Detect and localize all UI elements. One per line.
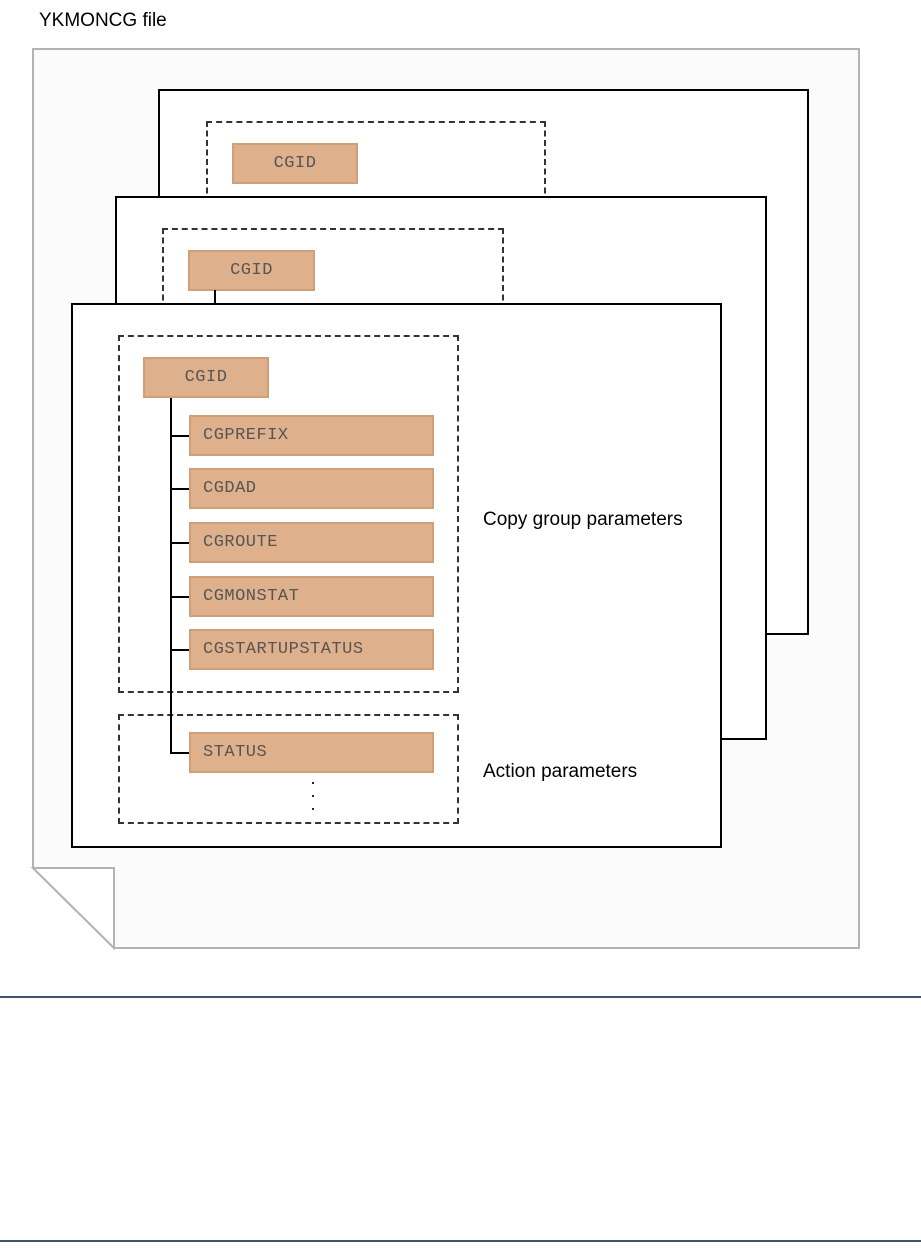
tree-branch xyxy=(170,435,189,437)
file-title: YKMONCG file xyxy=(39,10,167,31)
tree-branch xyxy=(170,649,189,651)
ellipsis-dot: · xyxy=(310,785,316,805)
param-box-status: STATUS xyxy=(189,732,434,773)
tree-trunk xyxy=(170,397,172,754)
divider-top xyxy=(0,996,921,998)
action-parameters-label: Action parameters xyxy=(483,761,638,782)
tree-branch xyxy=(170,752,189,754)
param-box-cgmonstat: CGMONSTAT xyxy=(189,576,434,617)
front-cgid-box: CGID xyxy=(143,357,269,398)
copy-group-parameters-label: Copy group parameters xyxy=(483,509,683,530)
ellipsis-dot: · xyxy=(310,798,316,818)
ellipsis-dot: · xyxy=(310,772,316,792)
param-box-cgroute: CGROUTE xyxy=(189,522,434,563)
param-box-cgprefix: CGPREFIX xyxy=(189,415,434,456)
tree-branch xyxy=(170,542,189,544)
param-box-cgdad: CGDAD xyxy=(189,468,434,509)
tree-branch xyxy=(170,596,189,598)
ellipsis-vertical: · · · xyxy=(306,772,320,818)
param-box-cgstartupstatus: CGSTARTUPSTATUS xyxy=(189,629,434,670)
action-parameters-box xyxy=(118,714,459,824)
middle-connector xyxy=(214,290,216,308)
copy-group-parameters-box xyxy=(118,335,459,693)
divider-bottom xyxy=(0,1240,921,1242)
middle-cgid-box: CGID xyxy=(188,250,315,291)
tree-branch xyxy=(170,488,189,490)
back-cgid-box: CGID xyxy=(232,143,358,184)
